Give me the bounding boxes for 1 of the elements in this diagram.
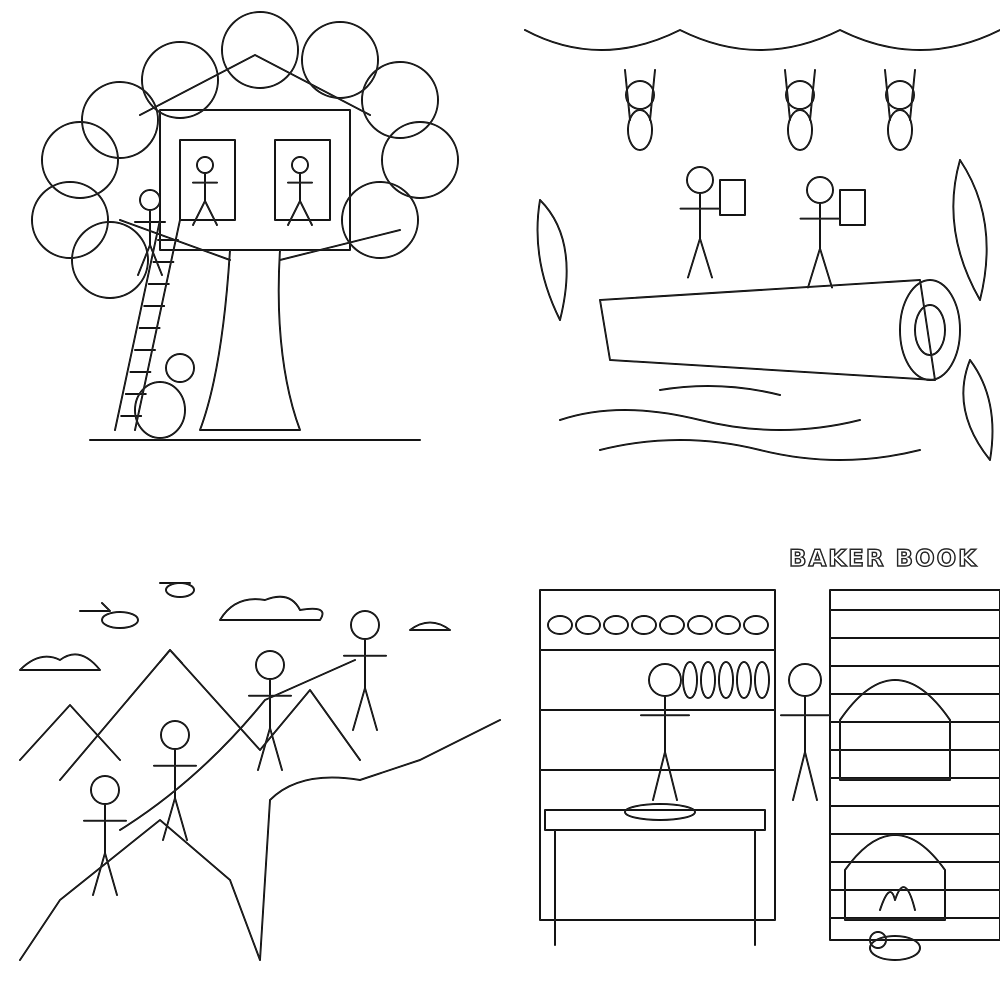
- page-title: BAKER BOOK: [788, 546, 978, 572]
